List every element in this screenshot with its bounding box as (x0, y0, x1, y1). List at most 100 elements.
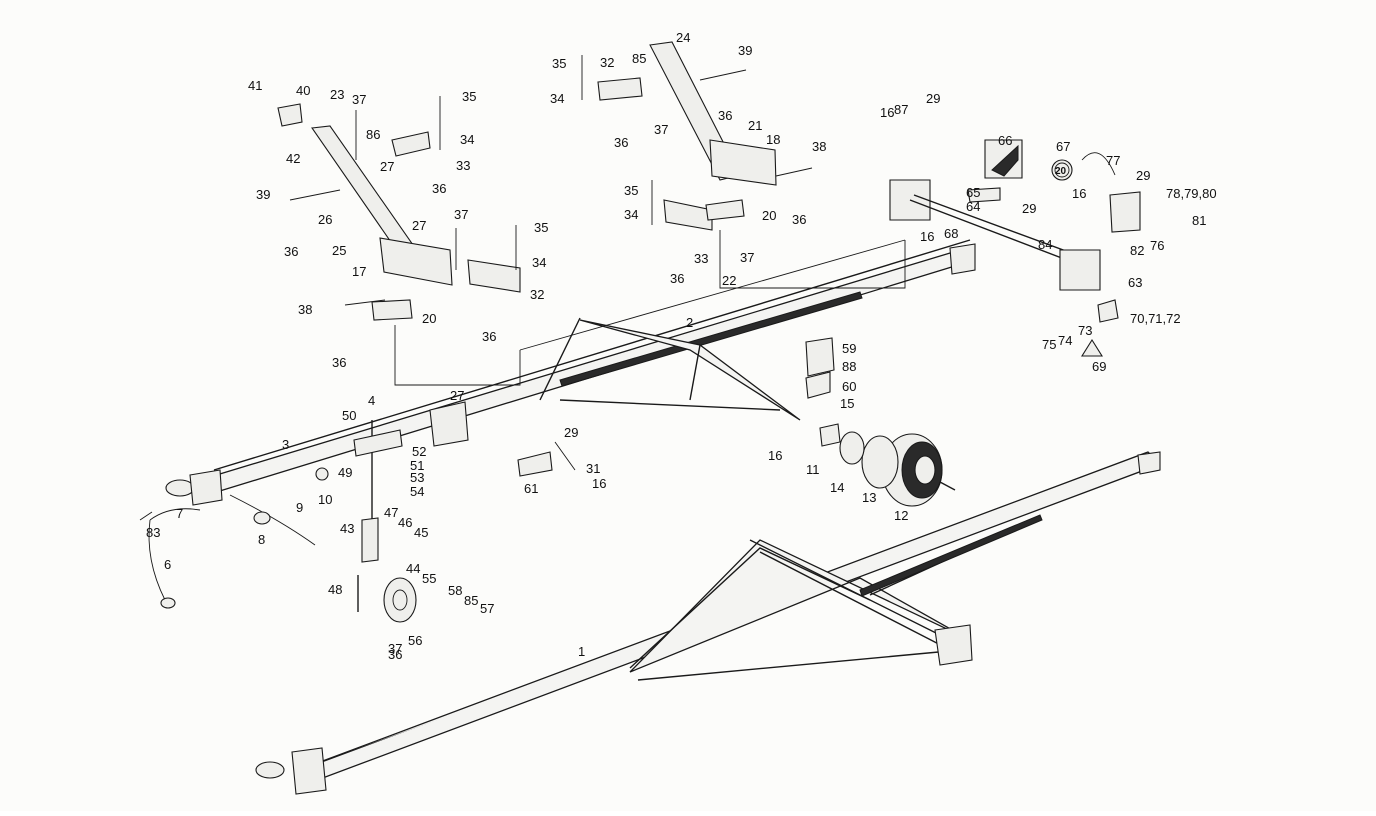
label-69: 69 (1092, 359, 1106, 374)
label-73: 73 (1078, 323, 1092, 338)
label-21: 21 (748, 118, 762, 133)
wiring (139, 494, 316, 609)
label-48: 48 (328, 582, 342, 597)
label-17: 17 (352, 264, 366, 279)
label-51: 51 (410, 458, 424, 473)
label-87: 87 (894, 102, 908, 117)
label-36-b: 36 (432, 181, 446, 196)
label-36-f: 36 (670, 271, 684, 286)
label-32-b: 32 (530, 287, 544, 302)
label-20-a: 20 (422, 311, 436, 326)
label-34-d: 34 (532, 255, 546, 270)
label-34-b: 34 (550, 91, 564, 106)
label-74: 74 (1058, 333, 1072, 348)
label-67: 67 (1056, 139, 1070, 154)
label-66: 66 (998, 133, 1012, 148)
label-44: 44 (406, 561, 420, 576)
label-35-d: 35 (534, 220, 548, 235)
label-34-a: 34 (460, 132, 474, 147)
label-9: 9 (296, 500, 303, 515)
label-15: 15 (840, 396, 854, 411)
label-8: 8 (258, 532, 265, 547)
label-23: 23 (330, 87, 344, 102)
speed-sign-text: 20 (1055, 166, 1067, 177)
label-43: 43 (340, 521, 354, 536)
label-36-e: 36 (792, 212, 806, 227)
label-35-a: 35 (462, 89, 476, 104)
label-1: 1 (578, 644, 585, 659)
label-29-b: 29 (1022, 201, 1036, 216)
label-16-c: 16 (880, 105, 894, 120)
label-6: 6 (164, 557, 171, 572)
label-39-a: 39 (256, 187, 270, 202)
label-81: 81 (1192, 213, 1206, 228)
label-39-b: 39 (738, 43, 752, 58)
label-10: 10 (318, 492, 332, 507)
mount-brackets (517, 337, 835, 477)
label-33-b: 33 (694, 251, 708, 266)
label-32-a: 32 (600, 55, 614, 70)
label-2: 2 (686, 315, 693, 330)
label-83: 83 (146, 525, 160, 540)
label-55: 55 (422, 571, 436, 586)
label-33-a: 33 (456, 158, 470, 173)
label-68: 68 (944, 226, 958, 241)
label-11: 11 (806, 462, 820, 477)
label-29-a: 29 (926, 91, 940, 106)
label-59: 59 (842, 341, 856, 356)
label-36-g: 36 (482, 329, 496, 344)
label-34-c: 34 (624, 207, 638, 222)
label-16-a: 16 (768, 448, 782, 463)
label-38-b: 38 (812, 139, 826, 154)
label-36-d: 36 (718, 108, 732, 123)
label-26: 26 (318, 212, 332, 227)
label-37-b: 37 (454, 207, 468, 222)
label-31: 31 (586, 461, 600, 476)
label-61: 61 (524, 481, 538, 496)
label-38-a: 38 (298, 302, 312, 317)
label-37-a: 37 (352, 92, 366, 107)
label-54: 54 (410, 484, 424, 499)
label-16-b: 16 (592, 476, 606, 491)
label-35-b: 35 (552, 56, 566, 71)
label-36-i: 36 (388, 647, 402, 662)
label-40: 40 (296, 83, 310, 98)
label-25: 25 (332, 243, 346, 258)
label-77: 77 (1106, 153, 1120, 168)
rear-light-bar (889, 139, 1141, 357)
label-57: 57 (480, 601, 494, 616)
label-24: 24 (676, 30, 690, 45)
label-45: 45 (414, 525, 428, 540)
leader-lines (394, 230, 906, 386)
label-36-a: 36 (284, 244, 298, 259)
label-88: 88 (842, 359, 856, 374)
label-86: 86 (366, 127, 380, 142)
label-36-c: 36 (614, 135, 628, 150)
label-29-c: 29 (1136, 168, 1150, 183)
label-58: 58 (448, 583, 462, 598)
label-42: 42 (286, 151, 300, 166)
label-18: 18 (766, 132, 780, 147)
label-53: 53 (410, 470, 424, 485)
lower-frame (255, 451, 1161, 795)
label-16-e: 16 (1072, 186, 1086, 201)
label-78-79-80: 78,79,80 (1166, 186, 1217, 201)
label-13: 13 (862, 490, 876, 505)
label-75: 75 (1042, 337, 1056, 352)
callout-labels: 1 2 3 4 6 7 8 9 10 11 12 13 14 15 16 16 … (146, 30, 1217, 662)
label-52: 52 (412, 444, 426, 459)
label-60: 60 (842, 379, 856, 394)
label-27-b: 27 (412, 218, 426, 233)
label-27-c: 27 (450, 388, 464, 403)
label-20-b: 20 (762, 208, 776, 223)
bracket-assembly-left (277, 96, 521, 321)
label-37-d: 37 (740, 250, 754, 265)
label-37-c: 37 (654, 122, 668, 137)
bracket-assembly-middle (581, 41, 813, 231)
label-85-b: 85 (464, 593, 478, 608)
label-35-c: 35 (624, 183, 638, 198)
label-70-71-72: 70,71,72 (1130, 311, 1181, 326)
label-22: 22 (722, 273, 736, 288)
